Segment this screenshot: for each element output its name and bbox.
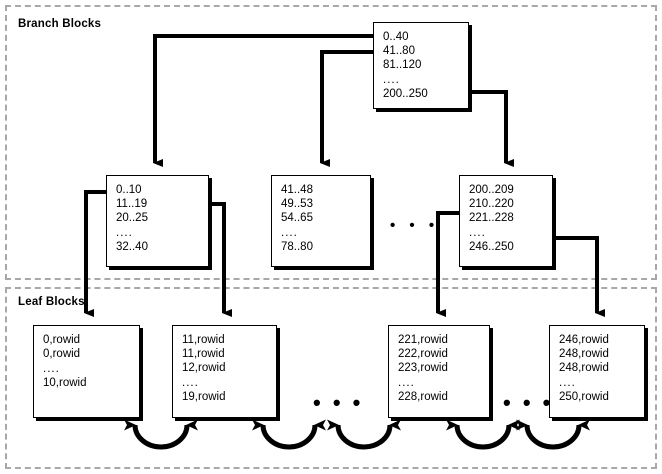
- node-line: 221,rowid: [398, 334, 448, 346]
- node-line-ellipsis: ....: [43, 363, 60, 375]
- node-line: 228,rowid: [398, 391, 448, 403]
- branch-block-2[interactable]: 41..48 49..53 54..65 .... 78..80: [271, 175, 371, 267]
- leaf-row-ellipsis-left: • • •: [313, 390, 364, 415]
- node-line-ellipsis: ....: [559, 377, 576, 389]
- node-line: 0..10: [116, 184, 142, 196]
- branch-block-3[interactable]: 200..209 210..220 221..228 .... 246..250: [459, 175, 553, 267]
- node-line-ellipsis: ....: [469, 227, 486, 239]
- node-line: 12,rowid: [182, 362, 226, 374]
- node-line: 250,rowid: [559, 391, 609, 403]
- node-line-ellipsis: ....: [398, 377, 415, 389]
- node-line: 200..250: [383, 88, 428, 100]
- node-line-ellipsis: ....: [116, 227, 133, 239]
- node-line: 200..209: [469, 184, 514, 196]
- leaf-block-4[interactable]: 246,rowid 248,rowid 248,rowid .... 250,r…: [549, 325, 645, 418]
- branch-blocks-label: Branch Blocks: [18, 18, 102, 30]
- node-line-ellipsis: ....: [182, 377, 199, 389]
- node-line: 41..80: [383, 45, 415, 57]
- leaf-block-3[interactable]: 221,rowid 222,rowid 223,rowid .... 228,r…: [388, 325, 490, 418]
- node-line: 210..220: [469, 198, 514, 210]
- node-line: 49..53: [281, 198, 313, 210]
- node-line: 32..40: [116, 241, 148, 253]
- node-line: 0..40: [383, 31, 409, 43]
- node-line: 222,rowid: [398, 348, 448, 360]
- node-line: 81..120: [383, 59, 422, 71]
- node-line: 41..48: [281, 184, 313, 196]
- leaf-blocks-label: Leaf Blocks: [18, 296, 85, 308]
- node-line: 248,rowid: [559, 362, 609, 374]
- node-line: 78..80: [281, 241, 313, 253]
- node-line: 11..19: [116, 198, 148, 210]
- node-line: 19,rowid: [182, 391, 226, 403]
- branch-row-ellipsis: • • •: [390, 217, 440, 234]
- node-line: 54..65: [281, 212, 313, 224]
- node-line: 11,rowid: [182, 348, 225, 360]
- branch-blocks-region: [5, 5, 657, 280]
- node-line-ellipsis: ....: [383, 74, 400, 86]
- node-line: 248,rowid: [559, 348, 609, 360]
- node-line: 221..228: [469, 212, 514, 224]
- node-line: 246..250: [469, 241, 514, 253]
- node-line: 0,rowid: [43, 348, 81, 360]
- branch-block-1[interactable]: 0..10 11..19 20..25 .... 32..40: [106, 175, 209, 267]
- root-branch-block[interactable]: 0..40 41..80 81..120 .... 200..250: [373, 22, 469, 109]
- leaf-row-ellipsis-right: • • •: [503, 390, 554, 415]
- leaf-blocks-region: [5, 287, 657, 469]
- node-line-ellipsis: ....: [281, 227, 298, 239]
- node-line: 223,rowid: [398, 362, 448, 374]
- node-line: 246,rowid: [559, 334, 609, 346]
- node-line: 10,rowid: [43, 377, 87, 389]
- leaf-block-1[interactable]: 0,rowid 0,rowid .... 10,rowid: [33, 325, 140, 418]
- node-line: 0,rowid: [43, 334, 81, 346]
- node-line: 11,rowid: [182, 334, 225, 346]
- leaf-block-2[interactable]: 11,rowid 11,rowid 12,rowid .... 19,rowid: [172, 325, 277, 418]
- node-line: 20..25: [116, 212, 148, 224]
